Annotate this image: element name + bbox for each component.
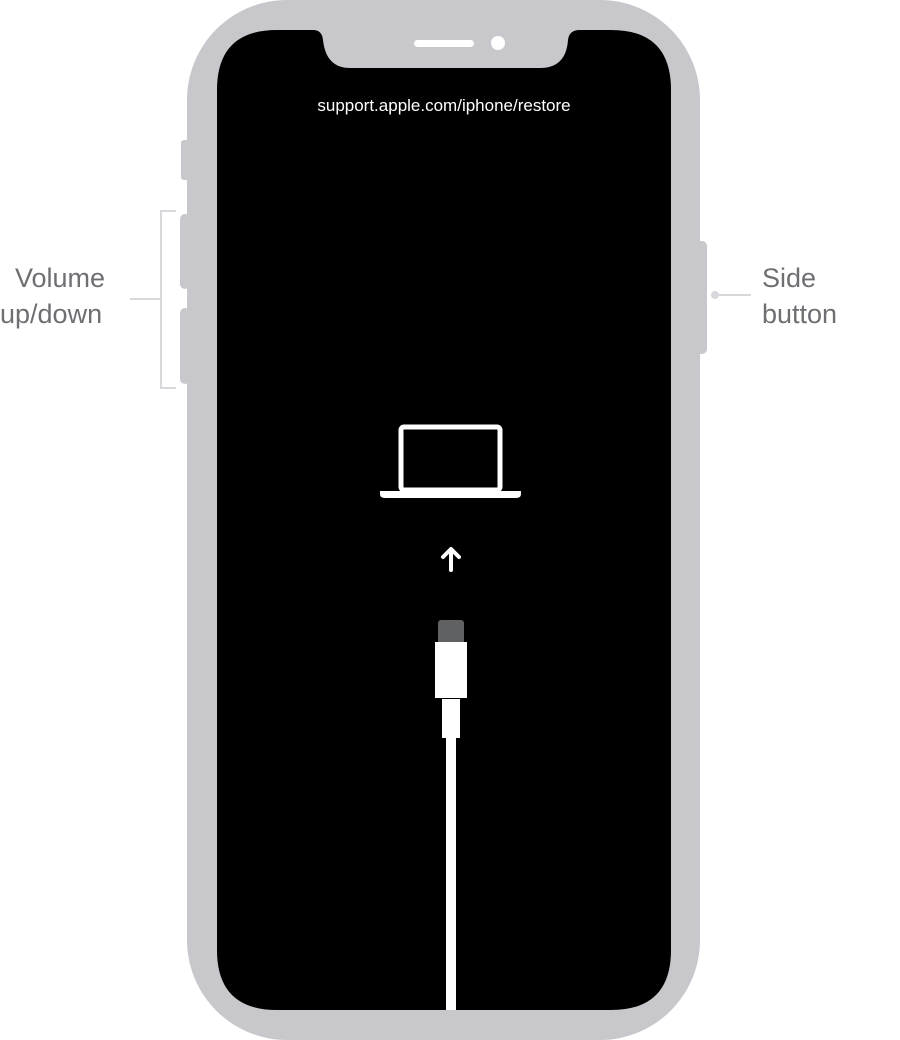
lightning-cable-icon xyxy=(435,620,467,1010)
side-button-label: Side button xyxy=(762,260,837,332)
volume-callout-bracket xyxy=(130,210,176,389)
laptop-icon xyxy=(380,424,521,498)
front-camera xyxy=(491,36,505,50)
side-callout-line xyxy=(711,291,751,299)
volume-label-line1: Volume xyxy=(15,263,106,293)
volume-label-line2: up/down xyxy=(0,299,103,329)
phone-screen xyxy=(217,30,671,1010)
volume-label: Volume up/down xyxy=(0,260,106,332)
restore-url-text: support.apple.com/iphone/restore xyxy=(317,96,571,115)
speaker-grille xyxy=(414,40,474,47)
arrow-up-icon xyxy=(441,547,461,572)
side-label-line1: Side xyxy=(762,263,817,293)
side-label-line2: button xyxy=(762,299,838,329)
